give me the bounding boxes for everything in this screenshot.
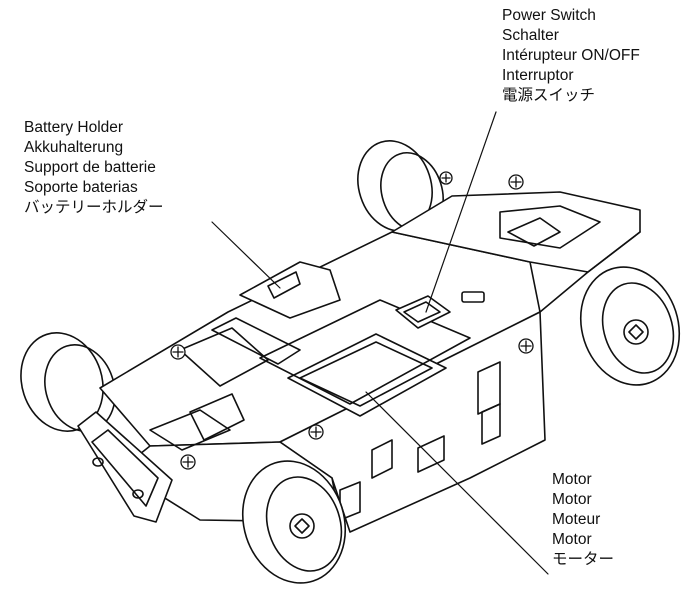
callout-line: Intérupteur ON/OFF (502, 47, 640, 64)
callout-line: Motor (552, 471, 592, 488)
wheel-rear-right (579, 266, 681, 386)
callout-motor: Motor Motor Moteur Motor モーター (552, 470, 614, 570)
callout-line: Moteur (552, 511, 601, 528)
callout-line: Battery Holder (24, 119, 124, 136)
callout-line: Soporte baterias (24, 179, 138, 196)
wheel-front-right (241, 460, 347, 584)
callout-line: Akkuhalterung (24, 139, 124, 156)
callout-battery-holder: Battery Holder Akkuhalterung Support de … (24, 118, 164, 218)
power-switch-shape (395, 291, 485, 329)
callout-line: Motor (552, 491, 592, 508)
screws (170, 171, 534, 470)
callout-line: Motor (552, 531, 592, 548)
motor-cover-shape (259, 299, 471, 417)
leader-lines (211, 111, 549, 575)
callout-line: モーター (552, 551, 615, 568)
leader-power-switch (425, 111, 497, 313)
leader-battery-holder (211, 221, 281, 289)
front-bumper (77, 411, 173, 523)
callout-line: Power Switch (502, 7, 596, 24)
callout-line: Interruptor (502, 67, 574, 84)
callout-line: 電源スイッチ (502, 87, 596, 104)
battery-holder-shape (179, 261, 341, 387)
leader-motor (365, 391, 549, 575)
callout-line: Schalter (502, 27, 559, 44)
callout-power-switch: Power Switch Schalter Intérupteur ON/OFF… (502, 6, 640, 106)
callout-line: バッテリーホルダー (24, 199, 164, 216)
callout-line: Support de batterie (24, 159, 156, 176)
